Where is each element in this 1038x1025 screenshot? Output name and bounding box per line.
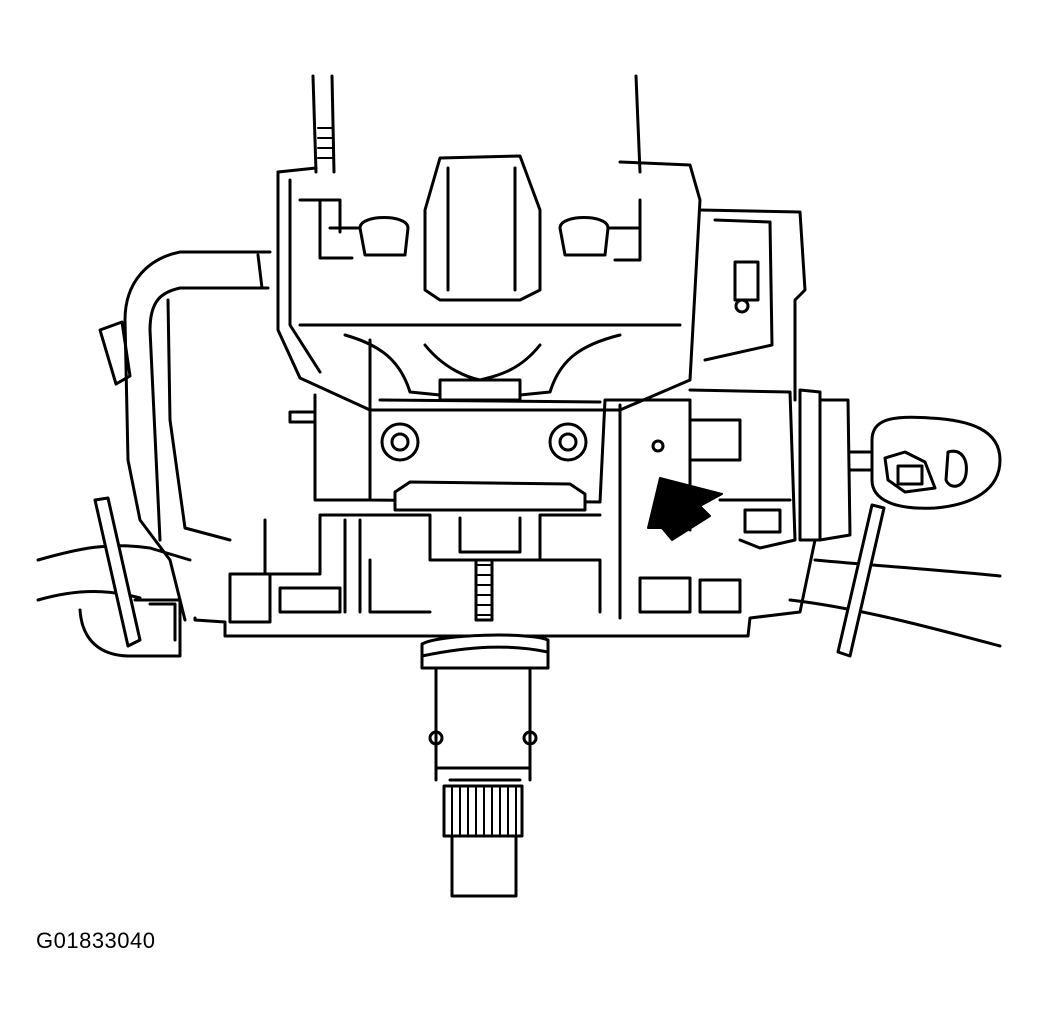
right-mount-hole	[548, 422, 588, 462]
figure-code-label: G01833040	[36, 928, 156, 953]
lower-module-base	[193, 513, 817, 638]
upper-column-shaft	[311, 74, 642, 174]
center-mounting-plate	[288, 338, 692, 620]
ignition-key-icon	[848, 415, 1002, 510]
lower-steering-shaft	[420, 633, 550, 898]
left-wiring-harness	[36, 496, 192, 658]
left-bracket-tab	[98, 320, 132, 386]
left-mount-hole	[380, 422, 420, 462]
left-housing-shell	[123, 250, 272, 622]
right-wiring-harness	[788, 388, 1002, 658]
arrow-pointer-icon	[647, 477, 723, 541]
main-housing	[276, 154, 702, 412]
